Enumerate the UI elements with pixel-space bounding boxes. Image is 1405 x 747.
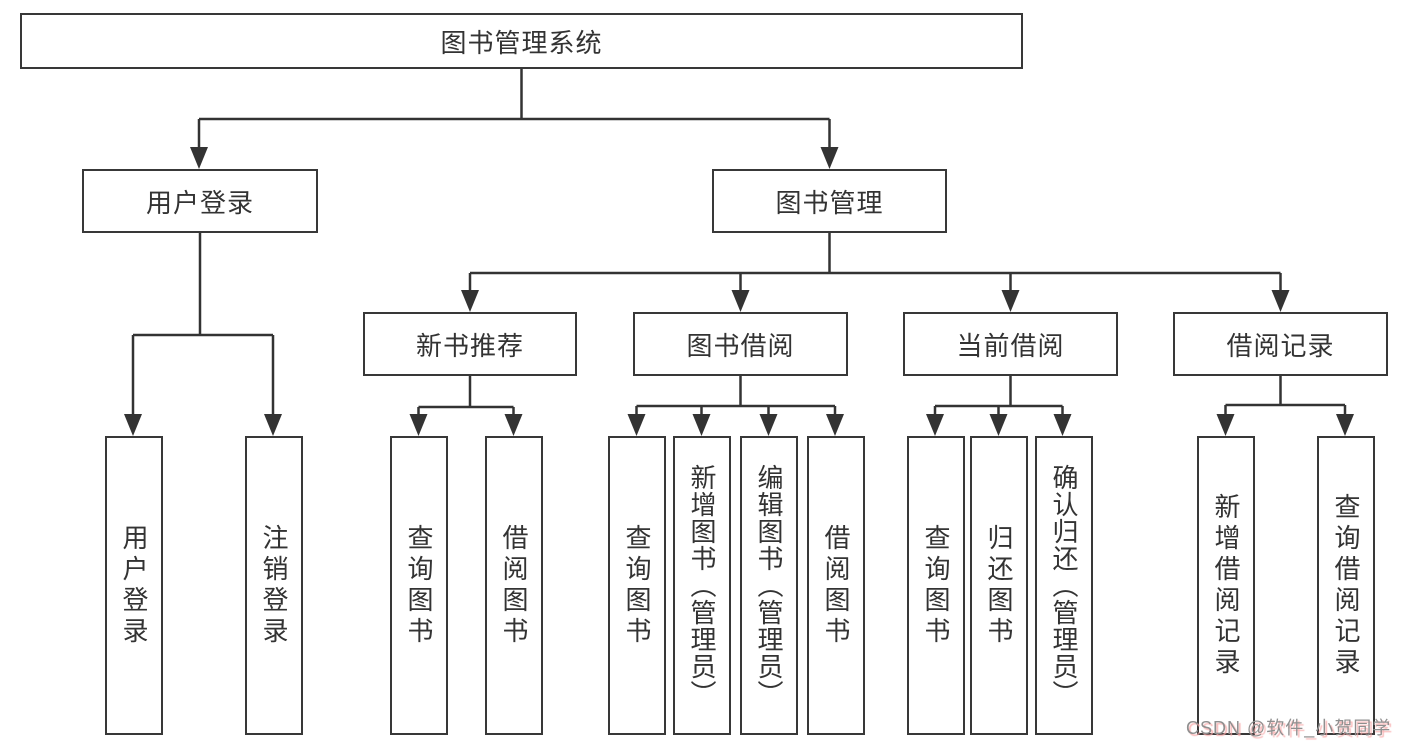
arrowhead-icon	[461, 290, 479, 312]
node-label: 注销登录	[259, 523, 289, 648]
leaf-query-book-1: 查询图书	[390, 436, 448, 735]
arrowhead-icon	[1271, 290, 1290, 312]
leaf-edit-book-admin: 编辑图书（管理员）	[740, 436, 798, 735]
node-borrowing-records: 借阅记录	[1173, 312, 1388, 376]
node-label: 当前借阅	[956, 330, 1065, 361]
node-label: 新增图书（管理员）	[687, 464, 717, 707]
arrowhead-icon	[1216, 414, 1235, 436]
node-label: 借阅图书	[821, 523, 851, 648]
node-label: 图书借阅	[686, 330, 795, 361]
arrowhead-icon	[504, 414, 523, 436]
arrowhead-icon	[731, 290, 750, 312]
connector-root	[197, 69, 831, 152]
arrowhead-icon	[264, 414, 282, 436]
node-book-borrowing: 图书借阅	[633, 312, 848, 376]
arrowhead-icon	[759, 414, 778, 436]
arrowhead-icon	[1336, 414, 1354, 436]
arrowhead-icon	[989, 414, 1008, 436]
leaf-user-login: 用户登录	[105, 436, 163, 735]
node-label: 用户登录	[145, 187, 254, 218]
arrowhead-icon	[1053, 414, 1072, 436]
node-label: 新书推荐	[415, 330, 524, 361]
node-label: 借阅图书	[499, 523, 529, 648]
connector-user-login	[131, 233, 275, 418]
leaf-add-book-admin: 新增图书（管理员）	[673, 436, 731, 735]
arrowhead-icon	[820, 147, 839, 169]
node-label: 图书管理	[775, 187, 884, 218]
node-label: 借阅记录	[1226, 330, 1335, 361]
node-label: 查询借阅记录	[1331, 492, 1361, 679]
node-book-management: 图书管理	[712, 169, 947, 233]
arrowhead-icon	[409, 414, 428, 436]
leaf-query-book-2: 查询图书	[608, 436, 666, 735]
arrowhead-icon	[190, 147, 208, 169]
connector-book-management	[468, 233, 1282, 294]
node-label: 用户登录	[119, 523, 149, 648]
connector-book-borrowing	[635, 376, 837, 418]
leaf-confirm-return-admin: 确认归还（管理员）	[1035, 436, 1093, 735]
node-library-management-system: 图书管理系统	[20, 13, 1023, 69]
node-user-login: 用户登录	[82, 169, 318, 233]
node-current-borrowing: 当前借阅	[903, 312, 1118, 376]
leaf-add-borrow-record: 新增借阅记录	[1197, 436, 1255, 735]
arrowhead-icon	[1001, 290, 1020, 312]
connector-current-borrowing	[933, 376, 1064, 418]
leaf-logout: 注销登录	[245, 436, 303, 735]
node-label: 归还图书	[984, 523, 1014, 648]
leaf-borrow-book-1: 借阅图书	[485, 436, 543, 735]
arrowhead-icon	[826, 414, 844, 436]
node-new-book-recommend: 新书推荐	[363, 312, 577, 376]
node-label: 图书管理系统	[440, 27, 603, 58]
node-label: 查询图书	[404, 523, 434, 648]
arrowhead-icon	[692, 414, 711, 436]
node-label: 确认归还（管理员）	[1049, 464, 1079, 707]
csdn-watermark: CSDN @软件_小贺同学	[1186, 718, 1392, 738]
leaf-query-borrow-record: 查询借阅记录	[1317, 436, 1375, 735]
leaf-return-book: 归还图书	[970, 436, 1028, 735]
leaf-borrow-book-2: 借阅图书	[807, 436, 865, 735]
node-label: 编辑图书（管理员）	[754, 464, 784, 707]
connector-borrowing-records	[1224, 376, 1347, 418]
node-label: 查询图书	[622, 523, 652, 648]
arrowhead-icon	[926, 414, 944, 436]
connector-new-book	[417, 376, 515, 418]
node-label: 新增借阅记录	[1211, 492, 1241, 679]
node-label: 查询图书	[921, 523, 951, 648]
leaf-query-book-3: 查询图书	[907, 436, 965, 735]
arrowhead-icon	[124, 414, 142, 436]
arrowhead-icon	[627, 414, 646, 436]
